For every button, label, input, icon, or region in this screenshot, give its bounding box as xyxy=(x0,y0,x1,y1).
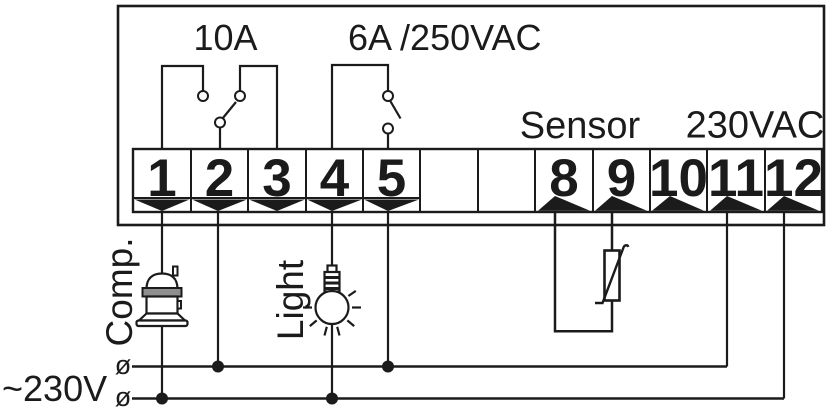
terminal-clamps xyxy=(134,196,819,211)
terminal-number-5: 5 xyxy=(377,149,406,208)
terminal-clamp-icon xyxy=(595,196,647,211)
relay1-contact-right xyxy=(234,90,246,102)
terminal-number-3: 3 xyxy=(262,149,291,208)
bulb-ray xyxy=(309,319,318,327)
external-wiring xyxy=(132,211,786,405)
compressor-base xyxy=(135,319,189,328)
compressor-label: Comp. xyxy=(99,238,140,347)
junction-dot xyxy=(326,392,338,405)
terminal-clamp-icon xyxy=(192,199,247,211)
terminal-number-1: 1 xyxy=(147,149,176,208)
junction-dot xyxy=(382,360,394,373)
terminal-clamp-icon xyxy=(364,199,419,211)
bulb-ray xyxy=(346,319,355,327)
relay2-contact-bottom xyxy=(382,122,394,135)
relay2-contact-top xyxy=(382,90,394,102)
junction-dot xyxy=(212,360,224,373)
terminal-dividers xyxy=(133,149,766,212)
terminal-number-12: 12 xyxy=(764,149,823,208)
relay1-switch-arm xyxy=(221,101,237,120)
phase-symbol-1: ø xyxy=(115,350,132,380)
mains-voltage-label: ~230V xyxy=(2,368,107,408)
relay1-contact-left xyxy=(197,90,209,102)
relay1-fixed-lead-right xyxy=(238,64,279,149)
terminal-number-11: 11 xyxy=(708,149,764,208)
relay2-switch-arm xyxy=(389,99,402,120)
junction-dot xyxy=(156,392,168,405)
compressor-band xyxy=(141,287,183,298)
light-bulb-icon xyxy=(303,264,361,336)
bulb-globe xyxy=(314,289,350,326)
sensor-label: Sensor xyxy=(520,105,641,147)
supply-voltage-label: 230VAC xyxy=(686,105,825,147)
relay-10a-contact-icon xyxy=(160,64,279,149)
compressor-top-nub xyxy=(172,265,179,277)
bulb-ray xyxy=(323,326,328,336)
terminal-number-2: 2 xyxy=(205,149,234,208)
relay2-fixed-lead xyxy=(330,63,390,149)
thermistor-icon xyxy=(595,244,630,305)
compressor-side-nub xyxy=(176,300,182,310)
bulb-ray xyxy=(347,289,357,297)
bulb-ray xyxy=(336,326,341,336)
relay2-rating-label: 6A /250VAC xyxy=(348,17,541,58)
compressor-dome xyxy=(145,272,179,291)
bulb-screw-threads xyxy=(324,276,340,290)
relay-6a-contact-icon xyxy=(330,63,402,149)
relay1-fixed-lead-left xyxy=(160,64,205,149)
controller-outline xyxy=(116,4,826,227)
sensor-loop-wire xyxy=(553,211,614,333)
terminal-number-10: 10 xyxy=(649,149,708,208)
terminal-clamp-icon xyxy=(538,196,590,211)
terminal-clamp-icon xyxy=(134,199,190,211)
terminal-numbers: 1 2 3 4 5 8 9 10 11 12 xyxy=(147,149,823,208)
terminal-clamp-icon xyxy=(710,196,762,211)
relay1-rating-label: 10A xyxy=(193,17,257,58)
terminal-clamp-icon xyxy=(767,196,819,211)
light-label: Light xyxy=(270,259,311,340)
compressor-icon xyxy=(135,265,189,328)
phase-symbol-2: ø xyxy=(115,382,132,408)
terminal-clamp-icon xyxy=(249,199,305,211)
terminal-strip: 1 2 3 4 5 8 9 10 11 12 xyxy=(131,147,824,214)
compressor-body xyxy=(145,295,179,315)
terminal-number-4: 4 xyxy=(320,149,350,208)
bulb-rays xyxy=(303,289,361,336)
thermistor-diagonal xyxy=(595,244,630,305)
terminal-clamp-icon xyxy=(652,196,704,211)
terminal-clamp-icon xyxy=(307,199,362,211)
